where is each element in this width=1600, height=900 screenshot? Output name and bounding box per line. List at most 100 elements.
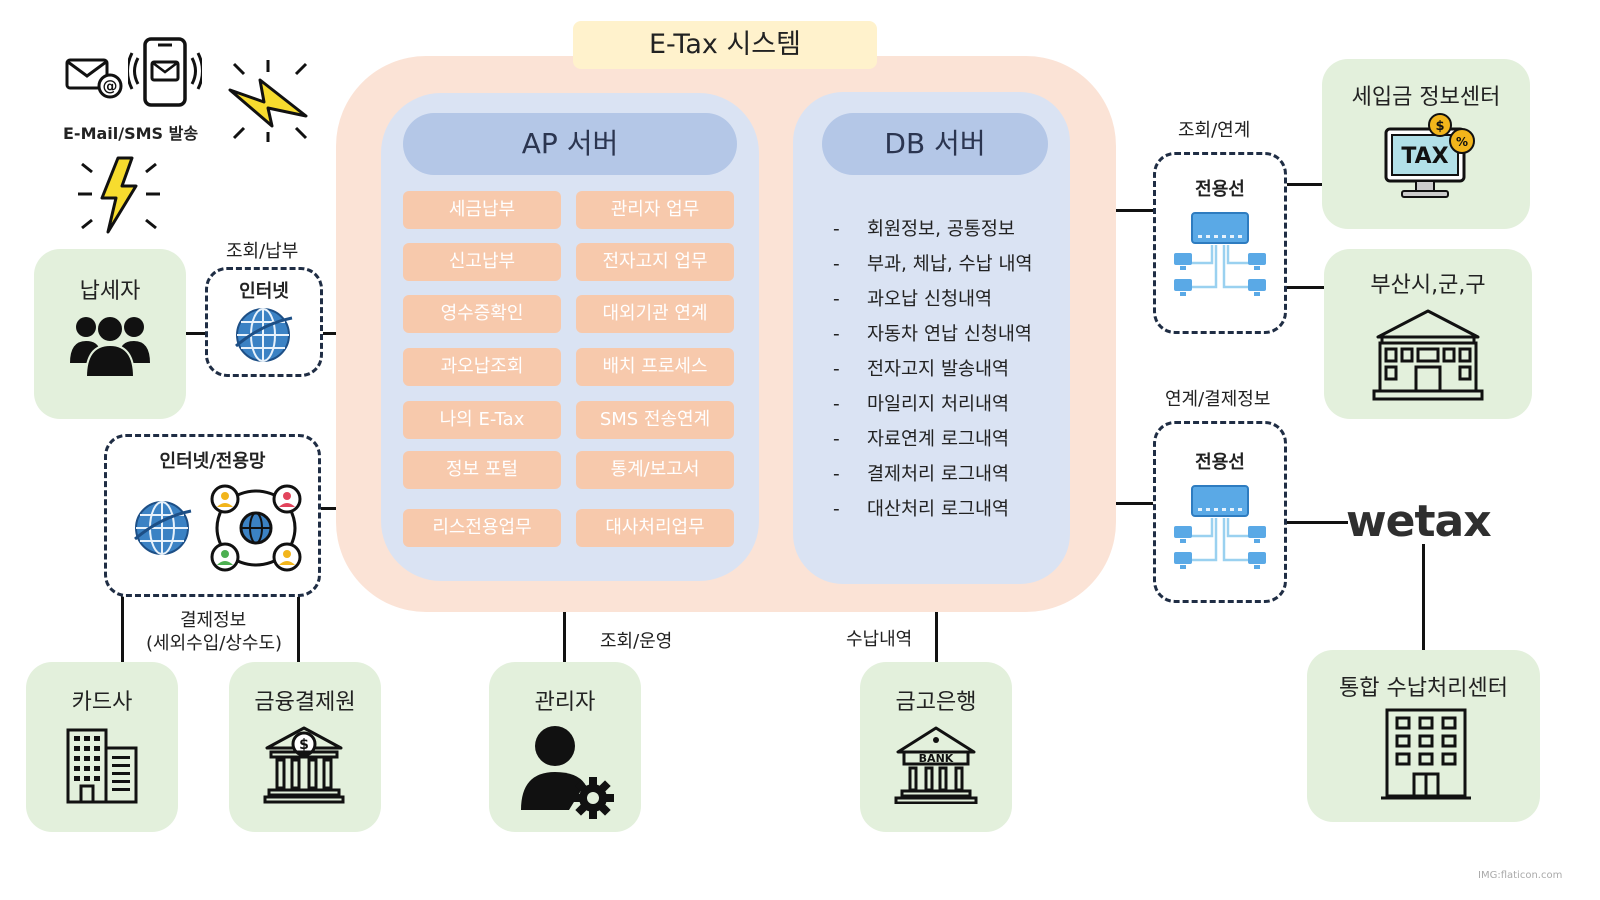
db-item: -부과, 체납, 수납 내역 bbox=[833, 254, 1033, 275]
svg-text:$: $ bbox=[1435, 119, 1444, 134]
line-network-card bbox=[121, 593, 124, 663]
internet-label: 인터넷 bbox=[239, 281, 289, 302]
line-network-kftc bbox=[297, 593, 300, 663]
bank-icon: BANK bbox=[894, 724, 978, 804]
lightning-icon bbox=[76, 152, 162, 238]
globe-icon bbox=[131, 497, 193, 559]
line-internet-system bbox=[320, 332, 338, 335]
tax-info-center-label: 세입금 정보센터 bbox=[1351, 85, 1501, 110]
ap-item-external-link: 대외기관 연계 bbox=[576, 295, 734, 333]
db-server-header: DB 서버 bbox=[822, 113, 1048, 175]
ap-item-sms-link: SMS 전송연계 bbox=[576, 401, 734, 439]
mobile-message-icon bbox=[128, 36, 202, 108]
db-item: -마일리지 처리내역 bbox=[833, 394, 1010, 415]
internet-dedicated-label: 인터넷/전용망 bbox=[159, 451, 266, 472]
ap-server-title: AP 서버 bbox=[521, 127, 619, 160]
query-pay-label: 조회/납부 bbox=[226, 241, 299, 262]
line-wetax-center bbox=[1422, 544, 1425, 650]
ap-server-header: AP 서버 bbox=[403, 113, 737, 175]
ap-item-batch-process: 배치 프로세스 bbox=[576, 348, 734, 386]
svg-text:@: @ bbox=[103, 77, 118, 95]
integrated-center-label: 통합 수납처리센터 bbox=[1339, 676, 1508, 701]
ap-item-lease-work: 리스전용업무 bbox=[403, 509, 561, 547]
image-credit: IMG:flaticon.com bbox=[1478, 870, 1563, 881]
line-taxpayer-internet bbox=[186, 332, 208, 335]
db-item: -결제처리 로그내역 bbox=[833, 464, 1010, 485]
ap-item-my-etax: 나의 E-Tax bbox=[403, 401, 561, 439]
link-payment-label: 연계/결제정보 bbox=[1165, 389, 1271, 410]
email-icon: @ bbox=[64, 54, 126, 100]
wetax-logo-text: wetax bbox=[1346, 496, 1492, 547]
internet-box: 인터넷 bbox=[205, 267, 323, 377]
ap-item-reconcile-work: 대사처리업무 bbox=[576, 509, 734, 547]
db-item: -자동차 연납 신청내역 bbox=[833, 324, 1032, 345]
line-system-dedicated2 bbox=[1115, 502, 1155, 505]
bank-label: 금고은행 bbox=[895, 690, 977, 715]
email-sms-label: E-Mail/SMS 발송 bbox=[63, 124, 199, 143]
ap-item-info-portal: 정보 포털 bbox=[403, 451, 561, 489]
bank-sign: BANK bbox=[919, 752, 954, 765]
financial-settlement-box: 금융결제원 $ bbox=[229, 662, 381, 832]
tax-sign: TAX bbox=[1401, 144, 1448, 169]
wetax-logo: wetax bbox=[1346, 496, 1502, 548]
government-building-icon bbox=[1372, 307, 1484, 403]
query-link-label: 조회/연계 bbox=[1178, 120, 1251, 141]
lightning-icon bbox=[224, 58, 312, 144]
db-server-title: DB 서버 bbox=[884, 127, 986, 160]
ap-server: AP 서버 세금납부 관리자 업무 신고납부 전자고지 업무 영수증확인 대외기… bbox=[381, 93, 759, 581]
db-item: -자료연계 로그내역 bbox=[833, 429, 1010, 450]
network-switch-icon bbox=[1172, 209, 1268, 305]
payment-info-label: 결제정보 bbox=[180, 610, 247, 631]
payment-info-sublabel: (세외수입/상수도) bbox=[146, 633, 283, 654]
taxpayer-box: 납세자 bbox=[34, 249, 186, 419]
system-title-box: E-Tax 시스템 bbox=[573, 21, 877, 69]
db-item: -회원정보, 공통정보 bbox=[833, 219, 1015, 240]
office-building-icon bbox=[64, 726, 140, 806]
ap-item-admin-work: 관리자 업무 bbox=[576, 191, 734, 229]
user-gear-icon bbox=[519, 724, 615, 820]
db-item: -과오납 신청내역 bbox=[833, 289, 993, 310]
svg-text:$: $ bbox=[299, 737, 309, 753]
bank-dollar-icon: $ bbox=[263, 724, 345, 804]
ap-item-receipt-check: 영수증확인 bbox=[403, 295, 561, 333]
tax-monitor-icon: TAX $ % bbox=[1382, 111, 1482, 203]
line-dedicated2-wetax bbox=[1284, 521, 1348, 524]
line-system-dedicated1 bbox=[1115, 209, 1155, 212]
globe-icon bbox=[232, 304, 294, 366]
financial-settlement-label: 금융결제원 bbox=[254, 690, 356, 715]
db-item: -전자고지 발송내역 bbox=[833, 359, 1010, 380]
ap-item-report-payment: 신고납부 bbox=[403, 243, 561, 281]
db-item: -대산처리 로그내역 bbox=[833, 499, 1010, 520]
line-system-admin bbox=[563, 610, 566, 663]
line-system-bank bbox=[935, 610, 938, 663]
ap-item-overpayment-query: 과오납조회 bbox=[403, 348, 561, 386]
dedicated-line-label-1: 전용선 bbox=[1195, 179, 1245, 200]
line-dedicated1-taxinfo bbox=[1284, 183, 1322, 186]
query-ops-label: 조회/운영 bbox=[600, 631, 673, 652]
dedicated-line-box-1: 전용선 bbox=[1153, 152, 1287, 334]
ap-item-tax-payment: 세금납부 bbox=[403, 191, 561, 229]
user-network-icon bbox=[207, 481, 305, 575]
taxpayer-label: 납세자 bbox=[79, 279, 141, 304]
internet-dedicated-network-box: 인터넷/전용망 bbox=[104, 434, 321, 597]
receipt-label: 수납내역 bbox=[846, 629, 913, 650]
svg-text:%: % bbox=[1456, 135, 1468, 149]
line-dedicated1-busan bbox=[1284, 286, 1324, 289]
network-switch-icon bbox=[1172, 482, 1268, 578]
card-company-box: 카드사 bbox=[26, 662, 178, 832]
dedicated-line-box-2: 전용선 bbox=[1153, 421, 1287, 603]
integrated-center-box: 통합 수납처리센터 bbox=[1307, 650, 1540, 822]
busan-label: 부산시,군,구 bbox=[1370, 273, 1486, 298]
people-group-icon bbox=[68, 311, 152, 379]
dedicated-line-label-2: 전용선 bbox=[1195, 452, 1245, 473]
ap-item-e-notice: 전자고지 업무 bbox=[576, 243, 734, 281]
busan-box: 부산시,군,구 bbox=[1324, 249, 1532, 419]
building-icon bbox=[1381, 706, 1471, 802]
line-network-system bbox=[318, 507, 338, 510]
system-title: E-Tax 시스템 bbox=[649, 29, 801, 60]
card-company-label: 카드사 bbox=[71, 690, 133, 715]
bank-box: 금고은행 BANK bbox=[860, 662, 1012, 832]
tax-info-center-box: 세입금 정보센터 TAX $ % bbox=[1322, 59, 1530, 229]
admin-box: 관리자 bbox=[489, 662, 641, 832]
admin-label: 관리자 bbox=[534, 690, 596, 715]
